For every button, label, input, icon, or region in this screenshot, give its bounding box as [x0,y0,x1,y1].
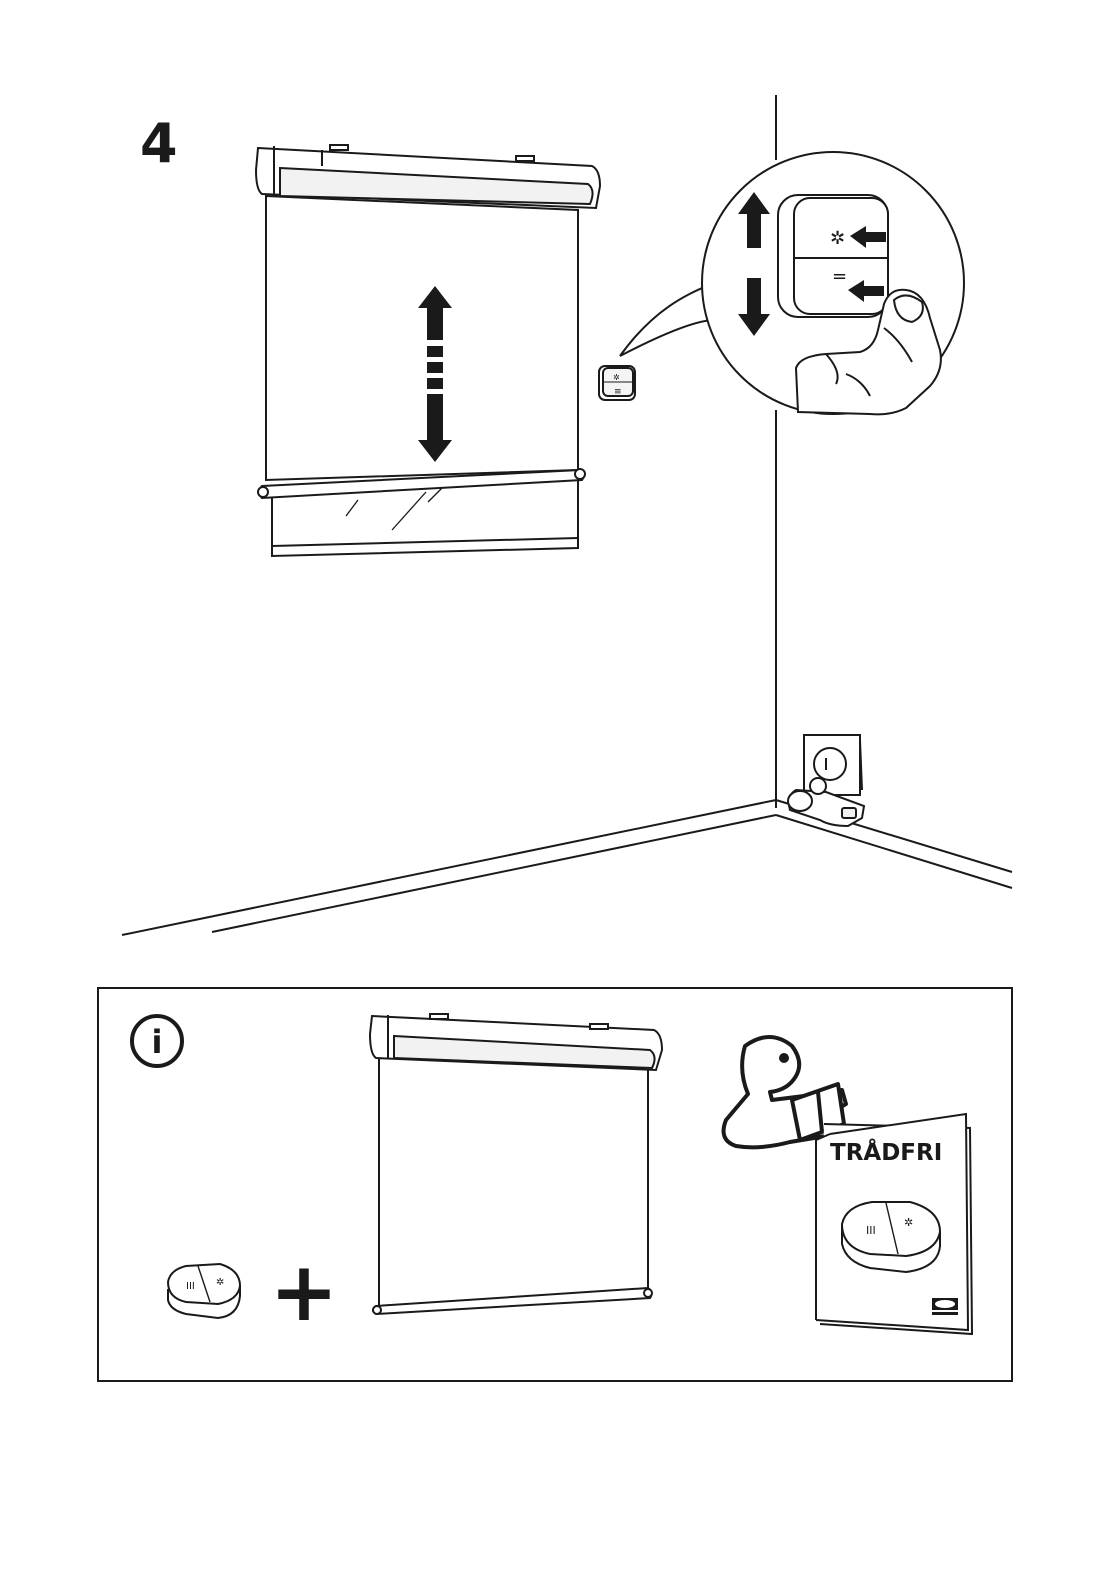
svg-text:✲: ✲ [216,1277,224,1288]
svg-text:✲: ✲ [830,228,845,249]
svg-text:III: III [186,1281,195,1292]
svg-text:III: III [866,1224,876,1237]
svg-text:≡: ≡ [614,387,622,397]
info-icon: i [132,1016,182,1066]
svg-text:✲: ✲ [904,1216,913,1229]
step-number: 4 [140,112,178,175]
info-symbol: i [152,1023,163,1061]
remote-control-icon: III ✲ [168,1264,240,1318]
booklet-title: TRÅDFRI [830,1138,942,1166]
svg-text:✲: ✲ [613,373,620,382]
roller-blind [370,1014,662,1314]
brand-logo-icon [932,1298,958,1315]
svg-text:=: = [832,266,847,287]
remote-control-icon: ✲ ≡ [599,366,635,400]
remote-control-icon: III ✲ [842,1202,940,1272]
plus-symbol: + [270,1245,339,1340]
